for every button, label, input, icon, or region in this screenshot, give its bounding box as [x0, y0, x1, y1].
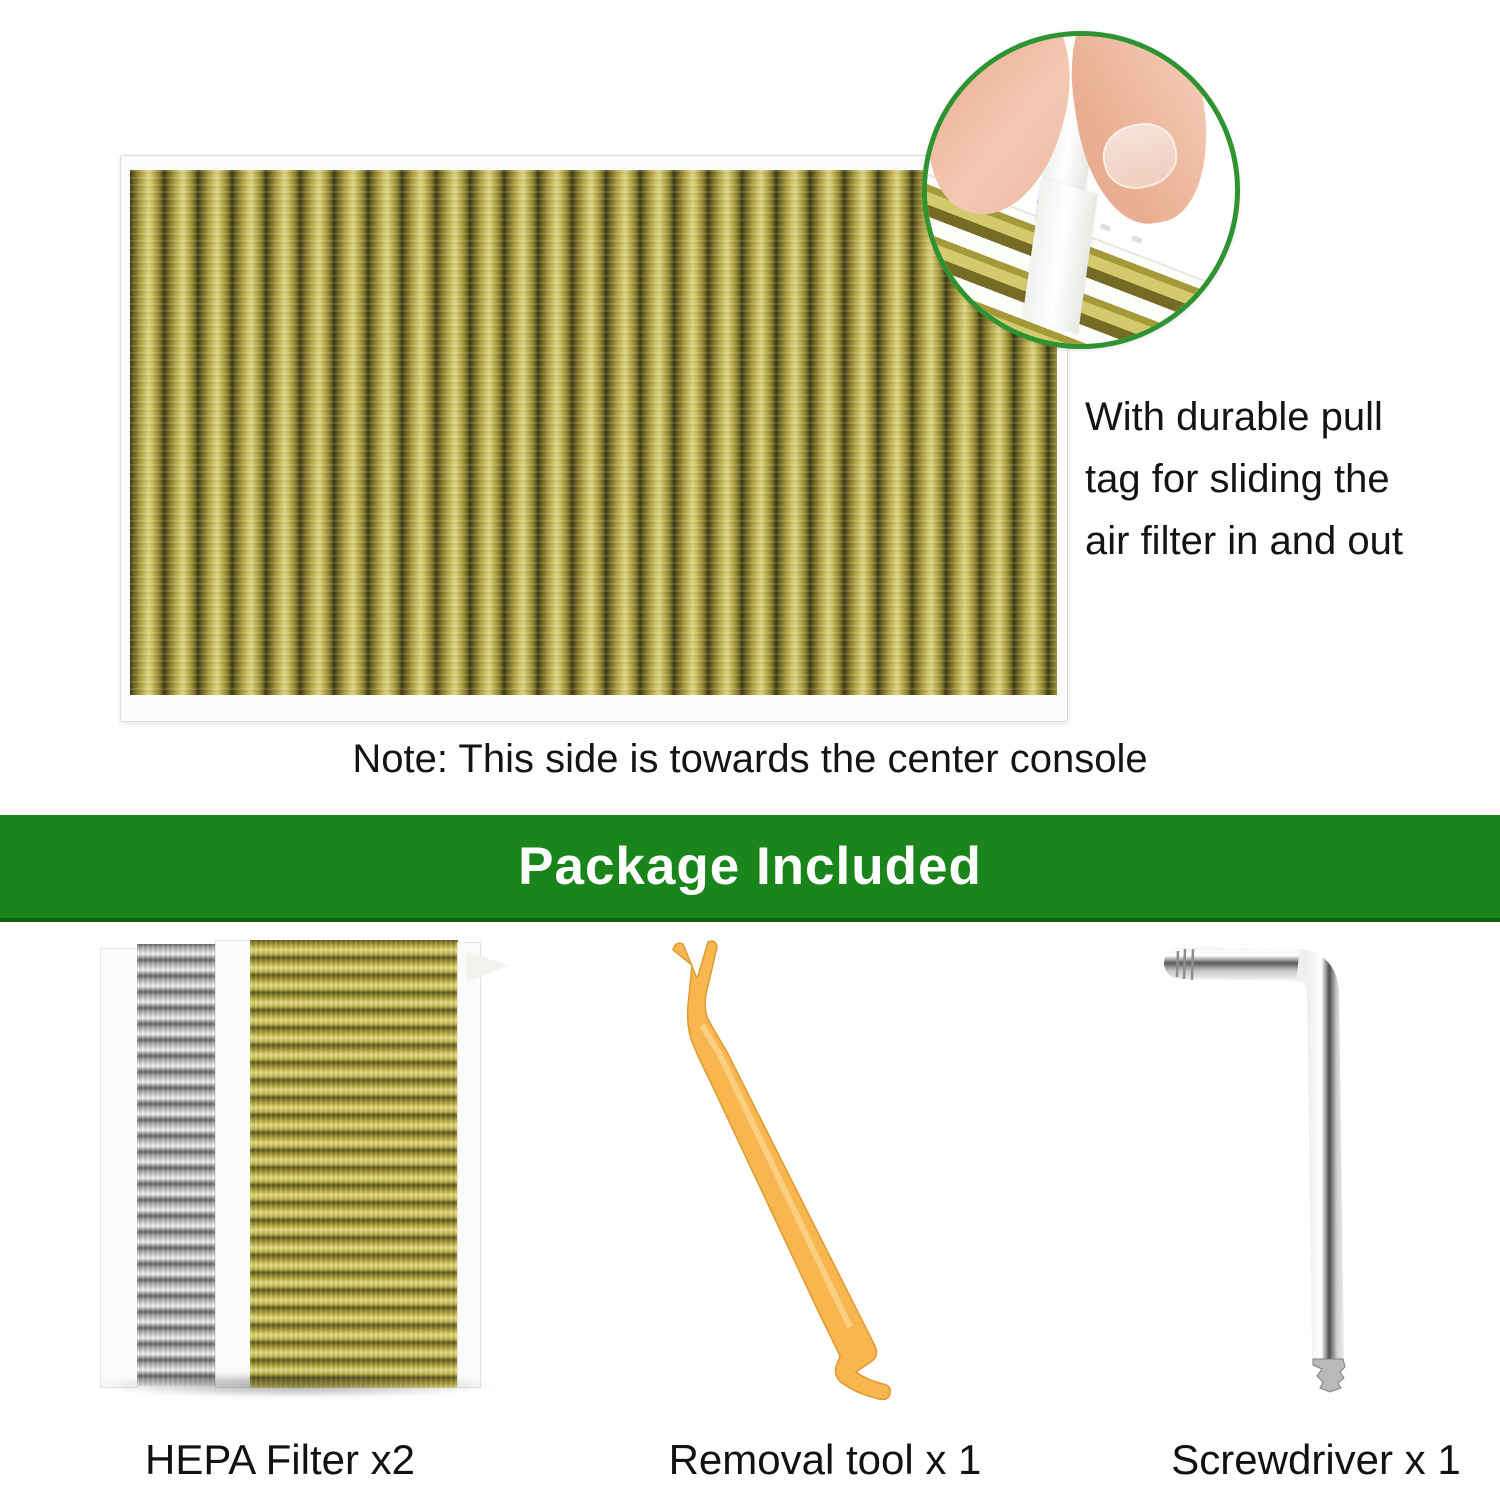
gray-filter-frame [100, 948, 138, 1388]
pull-tag-caption: With durable pull tag for sliding the ai… [1085, 395, 1403, 563]
cabin-filter-photo [120, 155, 1068, 722]
pull-tag-zoom-inset [922, 31, 1240, 349]
yellow-filter-pleats [250, 940, 458, 1388]
hepa-shadow [92, 1372, 500, 1398]
label-removal-tool: Removal tool x 1 [668, 1436, 982, 1483]
filter-pleats [130, 170, 1057, 695]
hepa-pull-tab [466, 952, 510, 982]
orientation-note: Note: This side is towards the center co… [352, 737, 1148, 781]
screwdriver-photo [1164, 947, 1346, 1393]
banner-title: Package Included [518, 837, 982, 896]
package-included-banner: Package Included [0, 815, 1500, 922]
removal-tool-photo [672, 940, 892, 1401]
gray-filter-pleats [137, 944, 216, 1386]
label-hepa-filter: HEPA Filter x2 [145, 1436, 415, 1483]
yellow-filter-left-frame [215, 940, 251, 1388]
label-screwdriver: Screwdriver x 1 [1171, 1436, 1461, 1483]
yellow-filter-right-frame [457, 942, 481, 1388]
